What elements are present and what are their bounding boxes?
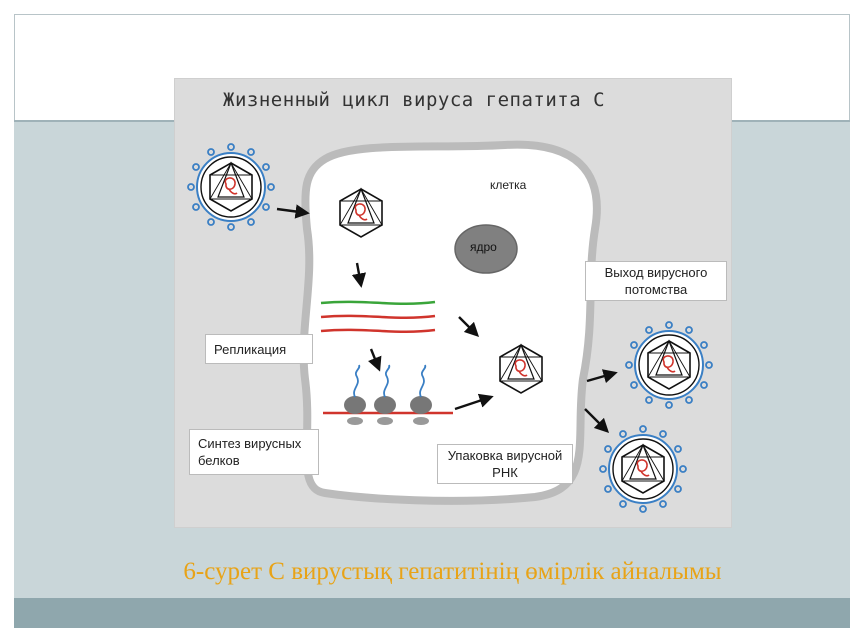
- release-label: Выход вирусного потомства: [585, 261, 727, 301]
- slide-bottom-band: [14, 598, 850, 628]
- slide-caption: 6-сурет С вирустық гепатитінің өмірлік а…: [183, 558, 722, 585]
- process-arrows: [276, 204, 618, 434]
- lifecycle-diagram: Жизненный цикл вируса гепатита С клетка …: [174, 78, 732, 528]
- ribosomes: [344, 364, 432, 425]
- replication-label: Репликация: [205, 334, 313, 364]
- nucleus-label: ядро: [470, 240, 497, 254]
- progeny-virion-1: [625, 321, 713, 409]
- nucleus-shape: [454, 224, 518, 274]
- progeny-virion-2: [599, 425, 687, 513]
- diagram-title: Жизненный цикл вируса гепатита С: [223, 89, 606, 111]
- diagram-graphics: [187, 140, 713, 513]
- cell-label: клетка: [490, 178, 527, 192]
- incoming-virion: [187, 143, 275, 231]
- rna-packaging-label: Упаковка вирусной РНК: [437, 444, 573, 484]
- protein-synthesis-label: Синтез вирусных белков: [189, 429, 319, 475]
